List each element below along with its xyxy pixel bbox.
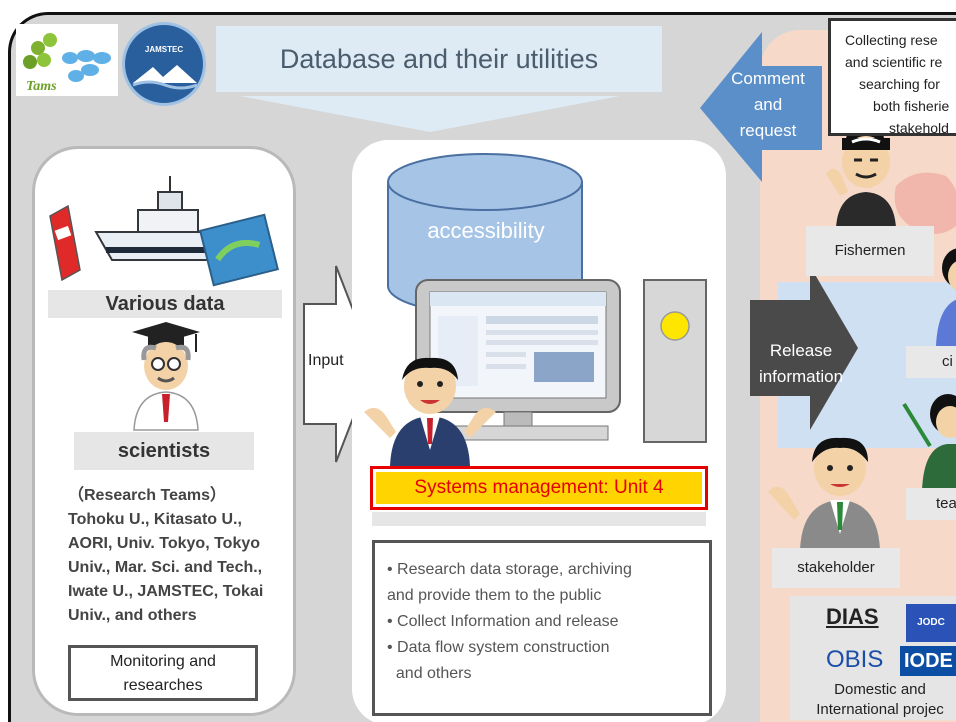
task-line: and others [387, 665, 472, 682]
iode-logo: IODE [900, 646, 956, 676]
research-vessel-image [49, 174, 280, 287]
dias-logo: DIAS [826, 604, 879, 629]
research-line: Iwate U., JAMSTEC, Tokai [68, 583, 264, 600]
research-line: Tohoku U., Kitasato U., [68, 511, 242, 528]
comment-line: Comment [731, 69, 805, 88]
release-information-label: Release information [746, 338, 856, 390]
fisherman-icon [826, 118, 896, 228]
collecting-line: both fisherie [873, 98, 950, 114]
citizen-icon [936, 248, 956, 346]
jamstec-logo: JAMSTEC [122, 22, 206, 106]
input-label: Input [308, 352, 344, 369]
collecting-line: stakehold [889, 120, 949, 136]
jodc-logo: JODC [906, 604, 956, 642]
monitoring-line: researches [123, 677, 203, 694]
tasks-list: • Research data storage, archiving and p… [372, 540, 712, 716]
various-data-label: Various data [48, 290, 282, 318]
page-title: Database and their utilities [279, 44, 599, 74]
task-line: and provide them to the public [387, 587, 602, 604]
projects-label: Domestic and International projec [788, 680, 956, 720]
collecting-line: searching for [859, 76, 940, 92]
collecting-line: Collecting rese [845, 32, 938, 48]
accessibility-label: accessibility [427, 218, 545, 243]
citizens-label: ci [906, 346, 956, 378]
computer-icon [415, 279, 707, 443]
scientists-label: scientists [74, 432, 254, 470]
research-line: AORI, Univ. Tokyo, Tokyo [68, 535, 261, 552]
manager-icon [364, 357, 496, 466]
collecting-line: and scientific re [845, 54, 943, 70]
tams-logo: Tams [16, 24, 118, 96]
wave-icon [132, 65, 198, 90]
release-line: Release [769, 341, 833, 360]
research-line: Univ., Mar. Sci. and Tech., [68, 559, 263, 576]
stakeholder-label: stakeholder [772, 548, 900, 588]
projects-line: Domestic and [834, 681, 926, 698]
teachers-label: tea [906, 488, 956, 520]
collecting-research-box: Collecting rese and scientific re search… [828, 18, 956, 136]
monitoring-box: Monitoring and researches [68, 645, 258, 701]
svg-text:Tams: Tams [26, 79, 57, 94]
jamstec-logo-text: JAMSTEC [144, 45, 184, 54]
monitoring-line: Monitoring and [110, 653, 216, 670]
systems-management-box: Systems management: Unit 4 [370, 466, 708, 510]
obis-logo: OBIS [826, 646, 884, 673]
research-teams-list: （Research Teams） Tohoku U., Kitasato U.,… [68, 484, 290, 628]
fishing-map-image [894, 172, 956, 234]
task-line: • Research data storage, archiving [387, 561, 632, 578]
systems-strip [372, 512, 706, 526]
title-pointer [240, 96, 620, 132]
systems-management-label: Systems management: Unit 4 [376, 472, 702, 504]
scientist-icon [132, 322, 200, 431]
tams-logo-icon: Tams [23, 33, 111, 94]
release-line: information [758, 367, 844, 386]
teacher-icon [902, 394, 956, 490]
title-banner: Database and their utilities [216, 26, 662, 92]
research-line: （Research Teams） [68, 487, 227, 504]
fishermen-label: Fishermen [806, 226, 934, 276]
comment-line: and [753, 95, 783, 114]
task-line: • Collect Information and release [387, 613, 619, 630]
stakeholder-icon [768, 437, 880, 550]
research-line: Univ., and others [68, 607, 197, 624]
task-line: • Data flow system construction [387, 639, 610, 656]
projects-line: International projec [816, 701, 944, 718]
comment-arrow [700, 32, 822, 182]
release-arrow [750, 266, 858, 430]
comment-request-label: Comment and request [716, 66, 820, 144]
comment-line: request [739, 121, 797, 140]
